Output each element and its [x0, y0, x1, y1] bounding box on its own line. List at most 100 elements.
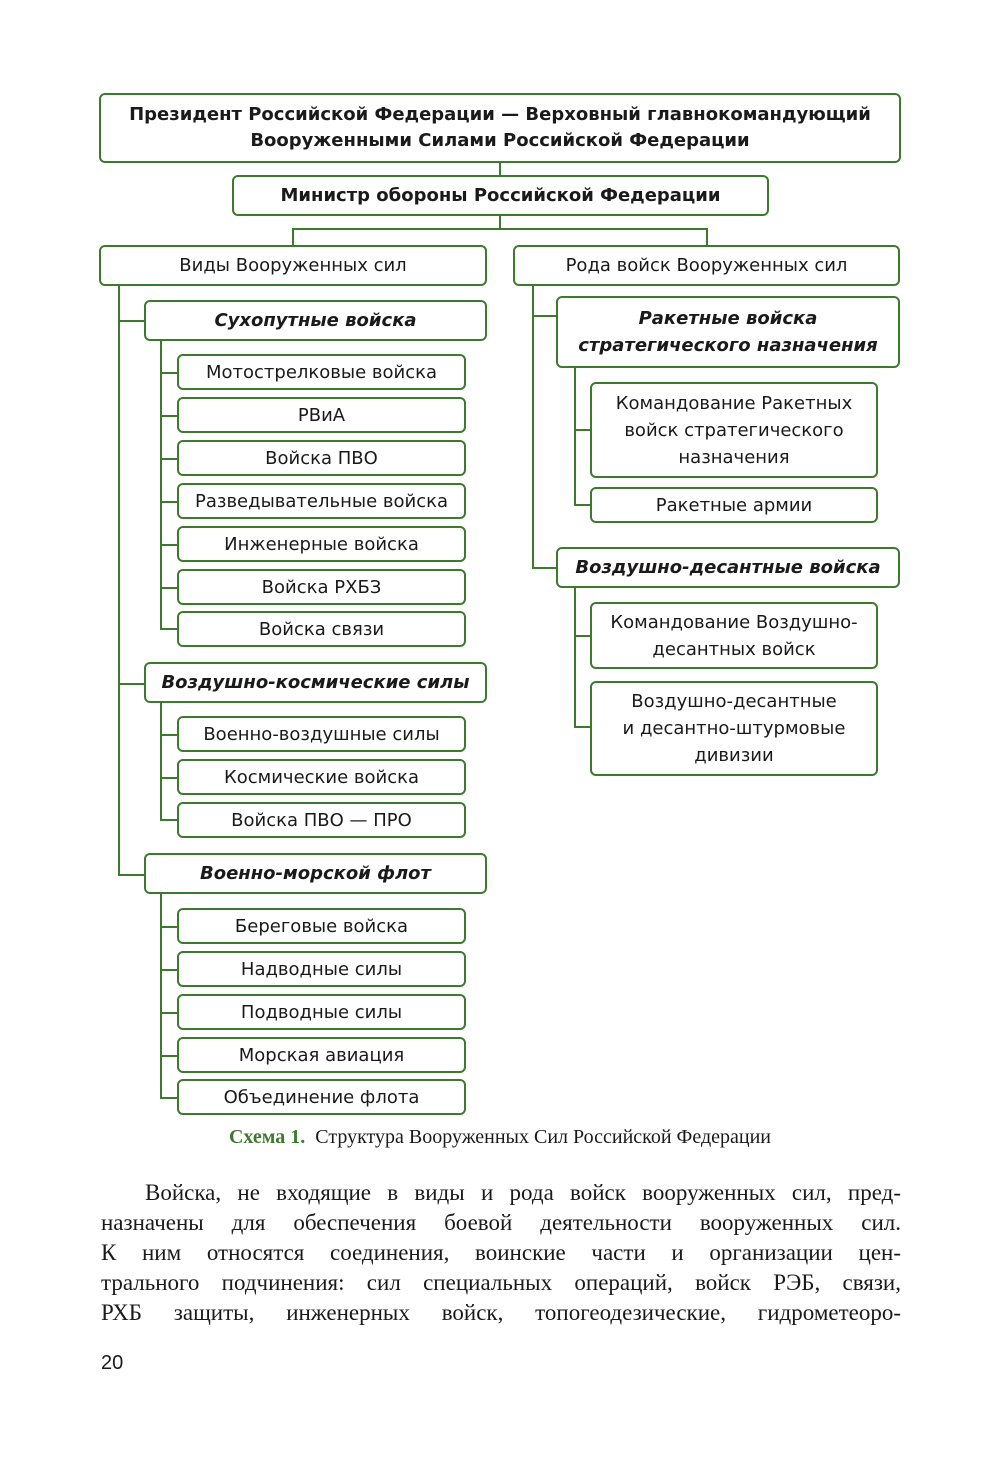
arms-item-line: Командование Воздушно- — [610, 611, 858, 633]
connector — [160, 415, 179, 417]
minister-label: Министр обороны Российской Федерации — [280, 185, 721, 206]
page-number: 20 — [101, 1352, 124, 1374]
branches-header-box: Виды Вооруженных сил — [99, 245, 487, 286]
minister-box: Министр обороны Российской Федерации — [232, 175, 769, 216]
connector — [160, 702, 162, 821]
branch-item-label: Войска связи — [258, 618, 385, 640]
branch-item-box: Морская авиация — [177, 1037, 466, 1073]
connector — [160, 819, 179, 821]
branch-group-title: Сухопутные войска — [214, 310, 417, 331]
connector — [292, 228, 294, 245]
connector — [118, 874, 146, 876]
branch-item-label: Объединение флота — [223, 1086, 420, 1108]
connector — [574, 367, 576, 506]
connector — [160, 458, 179, 460]
branch-item-box: Мотострелковые войска — [177, 354, 466, 390]
caption-text: Структура Вооруженных Сил Российской Фед… — [315, 1126, 772, 1148]
branch-item-box: Надводные силы — [177, 951, 466, 987]
connector — [160, 628, 179, 630]
branch-item-box: Подводные силы — [177, 994, 466, 1030]
branch-item-label: Морская авиация — [238, 1044, 405, 1066]
connector — [160, 734, 179, 736]
arms-group-box: Воздушно-десантные войска — [556, 547, 900, 588]
connector — [160, 926, 179, 928]
connector — [706, 228, 708, 245]
connector — [574, 504, 592, 506]
arms-header-label: Рода войск Вооруженных сил — [565, 255, 848, 276]
connector — [160, 969, 179, 971]
branch-item-label: Космические войска — [223, 766, 420, 788]
arms-header-box: Рода войск Вооруженных сил — [513, 245, 900, 286]
branch-group-title: Военно-морской флот — [200, 863, 431, 884]
connector — [499, 162, 501, 176]
connector — [574, 635, 592, 637]
body-paragraph: Войска, не входящие в виды и рода войск … — [101, 1178, 901, 1328]
branch-item-box: Береговые войска — [177, 908, 466, 944]
connector — [160, 340, 162, 630]
connector — [532, 567, 558, 569]
branch-item-box: Войска ПВО — [177, 440, 466, 476]
branches-header-label: Виды Вооруженных сил — [179, 255, 407, 276]
branch-item-box: Войска ПВО — ПРО — [177, 802, 466, 838]
branch-item-label: Инженерные войска — [224, 533, 419, 555]
arms-item-line: Командование Ракетных — [615, 392, 853, 414]
branch-item-box: Военно-воздушные силы — [177, 716, 466, 752]
branch-item-box: Войска связи — [177, 611, 466, 647]
branch-item-label: Войска ПВО — ПРО — [231, 809, 412, 831]
branch-item-label: Подводные силы — [240, 1001, 403, 1023]
paragraph-line: РХБ защиты, инженерных войск, топогеодез… — [101, 1300, 901, 1325]
connector — [499, 215, 501, 229]
connector — [160, 1055, 179, 1057]
connector — [160, 501, 179, 503]
connector — [160, 893, 162, 1099]
connector — [160, 544, 179, 546]
branch-group-box: Воздушно-космические силы — [144, 662, 487, 703]
president-box: Президент Российской Федерации — Верховн… — [99, 93, 901, 163]
branch-item-box: РВиА — [177, 397, 466, 433]
branch-group-title: Воздушно-космические силы — [161, 672, 470, 693]
arms-item-line: дивизии — [694, 745, 774, 766]
branch-item-label: Мотострелковые войска — [205, 361, 438, 383]
arms-item-line: десантных войск — [652, 638, 816, 660]
arms-item-box: Командование Ракетных войск стратегическ… — [590, 382, 878, 478]
connector — [118, 320, 146, 322]
arms-group-title-line-2: стратегического назначения — [578, 335, 878, 356]
arms-group-title-line-1: Ракетные войска — [638, 308, 818, 329]
branch-item-box: Инженерные войска — [177, 526, 466, 562]
arms-group-title: Воздушно-десантные войска — [575, 557, 881, 578]
branch-item-box: Объединение флота — [177, 1079, 466, 1115]
branch-group-box: Военно-морской флот — [144, 853, 487, 894]
arms-item-line: Ракетные армии — [655, 494, 813, 516]
arms-item-box: Воздушно-десантные и десантно-штурмовые … — [590, 681, 878, 776]
arms-item-box: Ракетные армии — [590, 487, 878, 523]
president-line-2: Вооруженными Силами Российской Федерации — [250, 130, 750, 151]
branch-item-box: Разведывательные войска — [177, 483, 466, 519]
branch-item-label: Надводные силы — [240, 958, 403, 980]
connector — [160, 372, 179, 374]
paragraph-line: Войска, не входящие в виды и рода войск … — [145, 1180, 901, 1205]
arms-item-box: Командование Воздушно- десантных войск — [590, 602, 878, 669]
arms-item-line: и десантно-штурмовые — [622, 718, 846, 739]
connector — [574, 588, 576, 728]
connector — [574, 726, 592, 728]
arms-item-line: назначения — [678, 446, 790, 468]
arms-group-box: Ракетные войска стратегического назначен… — [556, 296, 900, 368]
connector — [118, 683, 146, 685]
paragraph-line: К ним относятся соединения, воинские час… — [101, 1240, 901, 1265]
branch-item-label: Разведывательные войска — [194, 490, 448, 512]
president-line-1: Президент Российской Федерации — Верховн… — [129, 104, 871, 125]
branch-item-label: Береговые войска — [234, 915, 409, 937]
connector — [574, 429, 592, 431]
branch-item-box: Космические войска — [177, 759, 466, 795]
branch-item-box: Войска РХБЗ — [177, 569, 466, 605]
connector — [160, 587, 179, 589]
caption-label: Схема 1. — [228, 1126, 306, 1148]
connector — [160, 777, 179, 779]
arms-item-line: Воздушно-десантные — [631, 691, 837, 712]
branch-group-box: Сухопутные войска — [144, 300, 487, 341]
paragraph-line: трального подчинения: сил специальных оп… — [101, 1270, 901, 1295]
connector — [160, 1012, 179, 1014]
branch-item-label: Войска РХБЗ — [261, 576, 382, 598]
connector — [292, 228, 708, 230]
